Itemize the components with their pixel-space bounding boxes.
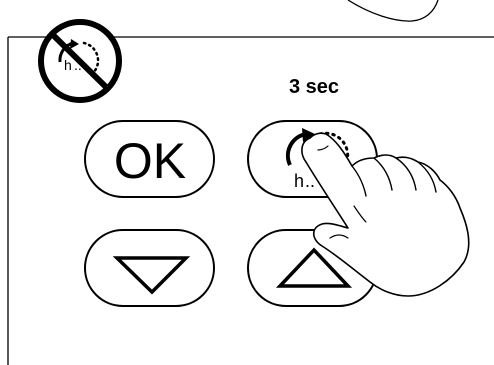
casing-corner-detail — [348, 0, 438, 21]
timer-h-glyph: h — [294, 171, 304, 191]
ok-button-label: OK — [114, 133, 186, 189]
prohibited-timer-badge: h .. — [41, 22, 119, 100]
ok-button[interactable]: OK — [85, 121, 214, 197]
hold-duration-label: 3 sec — [289, 76, 339, 98]
down-button[interactable] — [85, 230, 214, 306]
badge-h-glyph: h — [64, 57, 72, 73]
